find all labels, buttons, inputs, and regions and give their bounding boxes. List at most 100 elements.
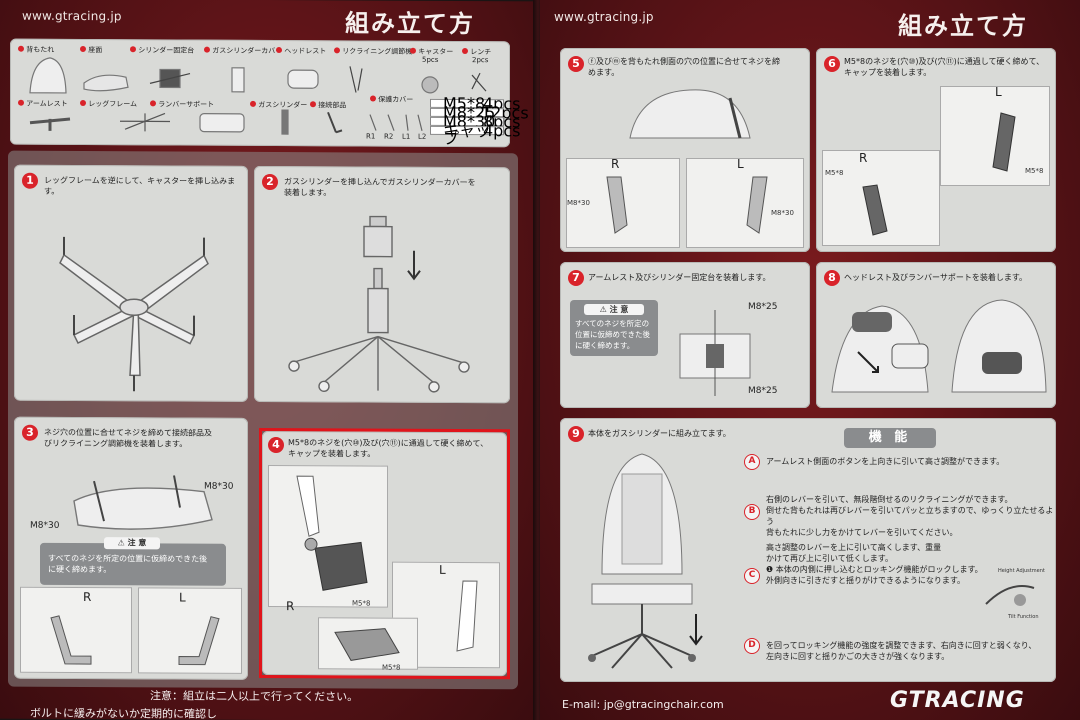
step5-r-bracket [606, 176, 628, 234]
step7-caution-head: ⚠ 注 意 [584, 304, 644, 315]
step-6-card: 6 M5*8のネジを(穴⑩)及び(穴⑪)に通過して硬く締めて、 キャップを装着し… [816, 48, 1056, 252]
right-page: www.gtracing.jp 組み立て方 5 ⓕ及びⓜを背もたれ側面の穴の位置… [540, 0, 1080, 720]
func-letter-c: C [744, 568, 760, 584]
func-text-a: アームレスト側面のボタンを上向きに引いて高さ調整ができます。 [766, 457, 1005, 466]
func-letter-b: B [744, 504, 760, 520]
book-spine [533, 0, 543, 720]
step-7-number: 7 [568, 270, 584, 286]
step-6-number: 6 [824, 56, 840, 72]
step5-photo-r: R M8*30 [566, 157, 680, 248]
step8-drawing [831, 299, 1047, 393]
step5-m8-30-a: M8*30 [567, 199, 590, 207]
step6-photo-l: L M5*8 [940, 85, 1050, 186]
step5-back-drawing [629, 89, 751, 139]
step-9-card: 9 本体をガスシリンダーに組み立てます。 機 能 A アームレスト側面のボタンを… [560, 418, 1056, 682]
step7-caution-text: すべてのネジを所定の 位置に仮締めできた後 に硬く締めます。 [575, 319, 650, 350]
leg-frame-drawing [59, 236, 209, 392]
email: E-mail: jp@gtracingchair.com [562, 698, 724, 711]
parts-row1-drawings [29, 57, 487, 94]
left-page-title: 組み立て方 [345, 8, 475, 39]
step6-label-r: R [859, 151, 868, 165]
step6-photo-r: R M5*8 [822, 150, 940, 246]
step-9-text: 本体をガスシリンダーに組み立てます。 [588, 429, 731, 438]
left-footer-2: ボルトに緩みがないか定期的に確認し [30, 706, 217, 720]
step4-photo-l-detail [318, 617, 418, 670]
note-tilt-function: Tilt Function [1008, 614, 1039, 620]
step6-m5-8-a: M5*8 [825, 169, 844, 177]
func-letter-a: A [744, 454, 760, 470]
step6-label-l: L [995, 85, 1002, 99]
step4-r-drawing [296, 475, 368, 591]
step4-photo-l: L [392, 561, 500, 669]
step-4-card: 4 M5*8のネジを(穴⑩)及び(穴⑪)に通過して硬く締めて、 キャップを装着し… [262, 430, 507, 677]
step3-label-r: R [83, 590, 92, 605]
step5-label-r: R [611, 157, 620, 171]
seat-drawing [73, 475, 213, 530]
step-9-number: 9 [568, 426, 584, 442]
step-8-text: ヘッドレスト及びランバーサポートを装着します。 [844, 273, 1028, 282]
func-text-c: 高さ調整のレバーを上に引いて高くします、重量 かけて再び上に引いて低くします。 … [766, 543, 983, 585]
step5-photo-l: L M8*30 [686, 157, 804, 248]
step7-p-bottom: M8*25 [748, 386, 778, 396]
step-1-number: 1 [22, 172, 38, 189]
step-3-text: ネジ穴の位置に合せてネジを締めて接続部品及 びリクライニング調節機を装着します。 [44, 427, 212, 449]
note-height-adjustment: Height Adjustment [998, 568, 1045, 574]
step5-label-l: L [737, 157, 744, 171]
lever-drawing [985, 585, 1035, 606]
cover-r1: R1 [366, 132, 376, 141]
step4-photo-r [268, 464, 388, 608]
step3-l-bracket [178, 616, 220, 666]
step5-m8-30-b: M8*30 [771, 209, 794, 217]
step-2-card: 2 ガスシリンダーを挿し込んでガスシリンダーカバーを 装着します。 [254, 165, 510, 404]
step-5-number: 5 [568, 56, 584, 72]
left-url: www.gtracing.jp [22, 8, 122, 24]
step6-r-drawing [862, 184, 888, 236]
step-5-text: ⓕ及びⓜを背もたれ側面の穴の位置に合せてネジを締 めます。 [588, 57, 780, 77]
caution-text: すべてのネジを所定の位置に仮締めできた後 に硬く締めます。 [48, 553, 208, 575]
step4-l-drawing [456, 580, 478, 652]
functions-title: 機 能 [844, 428, 936, 448]
func-text-d: を回ってロッキング機能の強度を調整できます、右向きに回すと弱くなり、 左向きに回… [766, 641, 1037, 661]
step-5-card: 5 ⓕ及びⓜを背もたれ側面の穴の位置に合せてネジを締 めます。 R M8*30 … [560, 48, 810, 252]
step-7-card: 7 アームレスト及びシリンダー固定台を装着します。 ⚠ 注 意 すべてのネジを所… [560, 262, 810, 408]
cover-r2: R2 [384, 132, 394, 141]
step5-l-bracket [746, 176, 768, 234]
right-page-title: 組み立て方 [898, 11, 1028, 40]
step3-photo-l: L [138, 587, 242, 674]
gas-cylinder-drawing [288, 215, 470, 393]
step-6-text: M5*8のネジを(穴⑩)及び(穴⑪)に通過して硬く締めて、 キャップを装着します… [844, 57, 1045, 77]
step-3-number: 3 [22, 424, 38, 441]
step3-photo-r: R [20, 586, 132, 674]
brand-logo: GTRACING [890, 688, 1025, 713]
func-letter-d: D [744, 638, 760, 654]
step4-l-detail-drawing [334, 628, 400, 661]
full-chair-drawing [588, 453, 703, 669]
step-7-text: アームレスト及びシリンダー固定台を装着します。 [588, 273, 771, 282]
step-3-card: 3 ネジ穴の位置に合せてネジを締めて接続部品及 びリクライニング調節機を装着しま… [14, 416, 248, 680]
cover-l2: L2 [418, 132, 427, 141]
step7-caution: ⚠ 注 意 すべてのネジを所定の 位置に仮締めできた後 に硬く締めます。 [570, 300, 658, 356]
step-8-number: 8 [824, 270, 840, 286]
part-n: 保護カバー [370, 95, 413, 105]
cover-l1: L1 [402, 132, 411, 141]
parts-row2-drawings [29, 109, 423, 135]
step7-armrest-drawing [679, 310, 751, 396]
step-1-card: 1 レッグフレームを逆にして、キャスターを挿し込みます。 [14, 164, 248, 402]
caution-head: ⚠ 注 意 [104, 537, 160, 550]
step3-caution: ⚠ 注 意 すべてのネジを所定の位置に仮締めできた後 に硬く締めます。 [40, 537, 226, 586]
left-footer-1: 注意：組立は二人以上で行ってください。 [150, 689, 359, 704]
step-4-highlight [259, 427, 510, 680]
step7-p-top: M8*25 [748, 302, 778, 312]
step6-l-drawing [992, 112, 1016, 172]
parts-list: 背もたれ 座面 シリンダー固定台 ガスシリンダーカバー ヘッドレスト リクライニ… [10, 38, 529, 148]
step-1-text: レッグフレームを逆にして、キャスターを挿し込みます。 [44, 175, 236, 196]
step6-m5-8-b: M5*8 [1025, 167, 1044, 175]
step-8-card: 8 ヘッドレスト及びランバーサポートを装着します。 [816, 262, 1056, 408]
func-text-b: 右側のレバーを引いて、無段階倒せるのリクライニングができます。 倒せた背もたれは… [766, 495, 1054, 537]
step3-r-bracket [50, 615, 92, 665]
step3-label-l: L [179, 590, 186, 605]
step-2-text: ガスシリンダーを挿し込んでガスシリンダーカバーを 装着します。 [284, 177, 476, 198]
left-page: www.gtracing.jp 組み立て方 背もたれ 座面 シリンダー固定台 ガ… [0, 0, 538, 720]
right-url: www.gtracing.jp [554, 10, 654, 24]
